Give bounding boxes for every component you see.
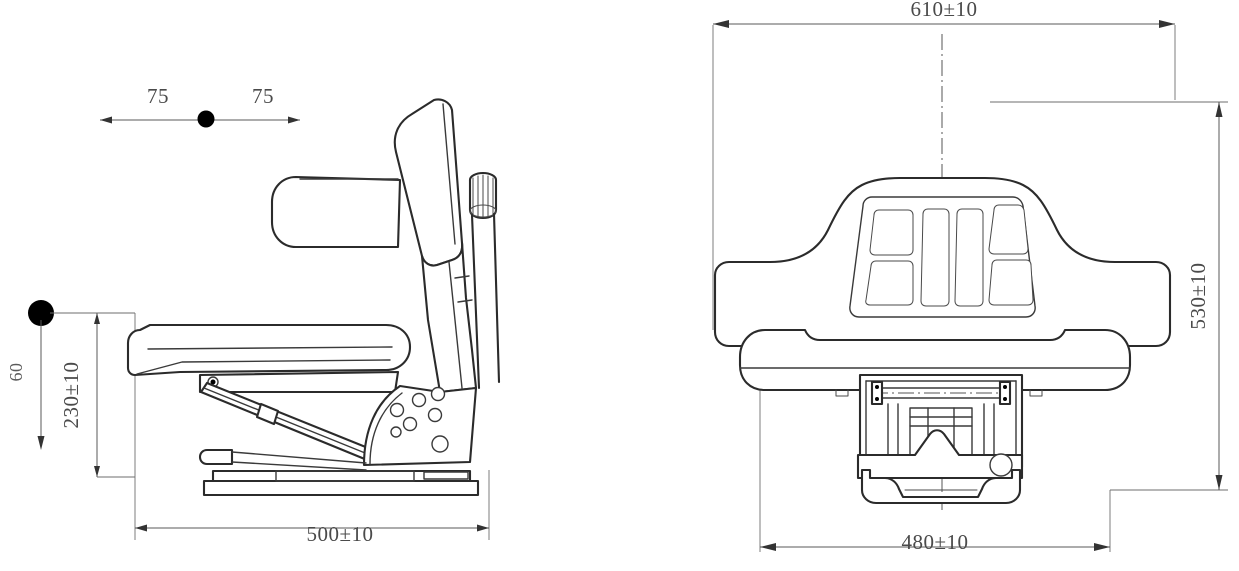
dim-60: 60 [6,363,26,382]
front-mounting-plate [856,429,1024,505]
front-width-dimension: 610±10 [712,0,1176,330]
dim-500: 500±10 [306,522,373,546]
side-seat-cushion [126,323,412,377]
bracket-hole-2 [411,392,427,408]
side-backrest-lower [420,241,478,394]
side-armrest [270,175,402,249]
side-top-offset-dimension: 75 75 [100,84,300,128]
dim-610: 610±10 [910,0,977,21]
side-slide-rail [202,469,480,497]
cushion-segment-top-right [988,204,1029,255]
dim-530: 530±10 [1186,262,1210,329]
side-depth-dimension: 500±10 [134,313,490,546]
bracket-hole-7 [390,426,402,438]
bracket-hole-5 [427,407,443,423]
cushion-segment-bottom-left [865,260,914,306]
dim-480: 480±10 [901,530,968,554]
cushion-segment-bottom-right [988,259,1034,306]
bracket-hole-3 [430,386,446,402]
cushion-segment-center-left [920,208,950,307]
dim-75-left: 75 [147,84,169,108]
side-backrest [393,98,464,267]
side-release-lever [198,448,367,471]
bracket-hole-6 [431,435,449,453]
cushion-segment-top-left [869,209,914,256]
side-seat-height-dimension: 230±10 [59,312,135,478]
datum-point-left [28,300,54,326]
front-backrest-panel [849,196,1036,318]
side-suspension-bracket [362,384,478,467]
dim-230: 230±10 [59,361,83,428]
datum-point-top [197,110,215,128]
side-elevation-view: 75 75 60 230±10 500±10 [6,84,501,546]
front-seat-pan [738,328,1132,397]
bracket-hole-1 [389,402,405,418]
side-mounting-plate [198,370,400,394]
front-base-width-dimension: 480±10 [759,340,1111,554]
cushion-segment-center-right [954,208,984,307]
bracket-hole-4 [402,416,418,432]
front-height-dimension: 530±10 [990,101,1228,491]
front-elevation-view: 610±10 530±10 480±10 [712,0,1228,554]
plate-hole [989,453,1013,477]
dim-75-right: 75 [252,84,274,108]
side-adjustment-knob [468,171,501,390]
